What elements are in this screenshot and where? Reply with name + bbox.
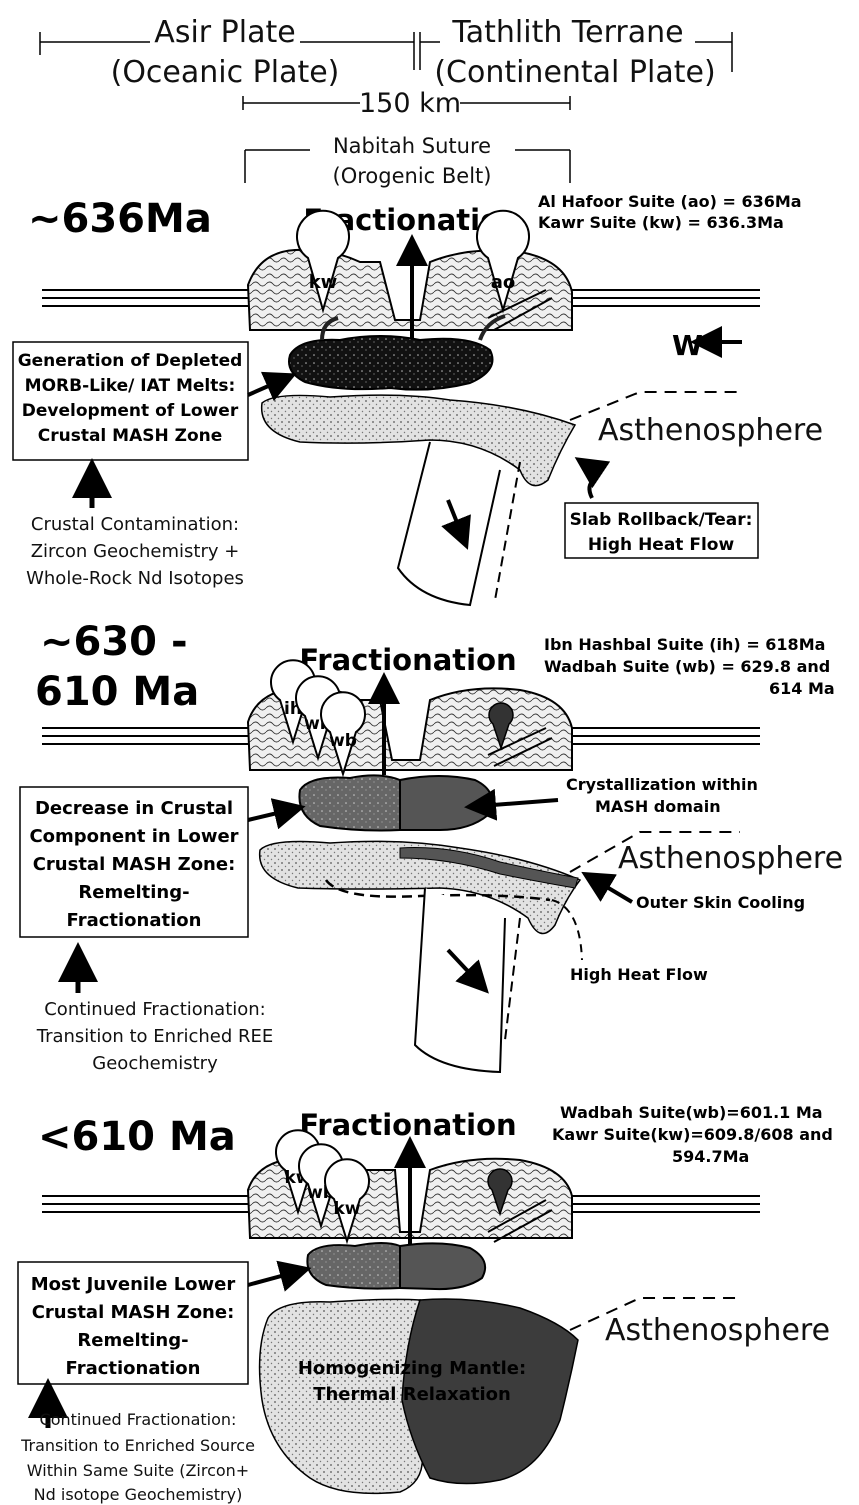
panel3-suite-line3: 594.7Ma [672, 1147, 749, 1166]
panel2-high-heat: High Heat Flow [570, 965, 708, 984]
panel-lt610ma: <610 Ma Fractionation Wadbah Suite(wb)=6… [18, 1103, 833, 1504]
panel3-pluton-kw2-label: kw [333, 1199, 360, 1219]
panel2-box-line5: Fractionation [67, 910, 202, 931]
panel-630-610ma: ~630 - 610 Ma Fractionation Ibn Hashbal … [20, 619, 843, 1074]
panel3-note-line2: Transition to Enriched Source [20, 1436, 255, 1455]
panel1-subducting-slab [398, 442, 500, 605]
panel3-box-line1: Most Juvenile Lower [31, 1274, 236, 1295]
panel3-box-line2: Crustal MASH Zone: [32, 1302, 235, 1323]
suture-type: (Orogenic Belt) [333, 164, 492, 188]
panel2-pluton-wb2-label: wb [329, 731, 357, 751]
panel3-mash-melt-gray [307, 1243, 400, 1289]
panel1-lower-crust [262, 395, 575, 486]
panel2-note-line2: Transition to Enriched REE [36, 1026, 274, 1047]
panel3-mantle-line2: Thermal Relaxation [313, 1384, 511, 1405]
panel2-suite-line3: 614 Ma [769, 679, 835, 698]
panel1-box-line4: Crustal MASH Zone [38, 426, 223, 446]
panel2-subducting-slab [415, 888, 505, 1072]
panel1-asthenosphere: Asthenosphere [598, 413, 823, 448]
header: Asir Plate (Oceanic Plate) Tathlith Terr… [40, 15, 732, 188]
panel2-box-line1: Decrease in Crustal [35, 798, 233, 819]
panel2-cryst-line1: Crystallization within [566, 775, 758, 794]
panel1-suite-line1: Al Hafoor Suite (ao) = 636Ma [538, 192, 802, 211]
tathlith-terrane-label: Tathlith Terrane [451, 15, 683, 50]
panel2-outer-skin: Outer Skin Cooling [636, 893, 805, 912]
panel1-slab-line1: Slab Rollback/Tear: [570, 510, 753, 530]
panel1-depleted-melt [289, 336, 493, 390]
panel3-suite-line1: Wadbah Suite(wb)=601.1 Ma [560, 1103, 823, 1122]
panel2-fractionation-label: Fractionation [299, 643, 516, 677]
panel3-box-line3: Remelting- [77, 1330, 188, 1351]
panel2-box-line2: Component in Lower [29, 826, 238, 847]
panel1-slab-line2: High Heat Flow [588, 535, 735, 555]
panel3-suite-line2: Kawr Suite(kw)=609.8/608 and [552, 1125, 833, 1144]
asir-plate-type: (Oceanic Plate) [111, 55, 340, 90]
panel2-suite-line1: Ibn Hashbal Suite (ih) = 618Ma [544, 635, 825, 654]
panel1-note-line3: Whole-Rock Nd Isotopes [26, 568, 244, 589]
panel1-box-pointer-arrow-icon [248, 380, 282, 395]
panel1-pluton-kw-label: kw [309, 272, 338, 293]
panel3-mash-melt-dark [400, 1243, 485, 1289]
panel1-suite-line2: Kawr Suite (kw) = 636.3Ma [538, 213, 784, 232]
panel2-box-line4: Remelting- [78, 882, 189, 903]
asir-plate-label: Asir Plate [154, 15, 295, 50]
panel2-outer-skin-arrow-icon [595, 880, 632, 902]
panel2-asthenosphere: Asthenosphere [618, 841, 843, 876]
panel1-direction-label: W [672, 329, 703, 362]
panel2-mash-melt-gray [299, 775, 400, 830]
panel3-mantle-line1: Homogenizing Mantle: [298, 1358, 526, 1379]
panel1-plate-lines [42, 290, 760, 306]
scale-bar-label: 150 km [359, 88, 461, 119]
panel2-box-pointer-arrow-icon [248, 810, 290, 820]
panel3-asthenosphere: Asthenosphere [605, 1313, 830, 1348]
panel1-box-line3: Development of Lower [22, 401, 239, 421]
panel3-box-line4: Fractionation [66, 1358, 201, 1379]
panel1-box-line2: MORB-Like/ IAT Melts: [25, 376, 236, 396]
panel1-age: ~636Ma [28, 196, 212, 242]
panel2-note-line3: Geochemistry [92, 1053, 218, 1074]
panel2-age-line1: ~630 - [40, 619, 188, 665]
panel3-plate-lines [42, 1196, 760, 1212]
panel2-age-line2: 610 Ma [35, 669, 199, 715]
tathlith-terrane-type: (Continental Plate) [434, 55, 715, 90]
panel3-note-line4: Nd isotope Geochemistry) [34, 1485, 243, 1504]
panel2-note-line1: Continued Fractionation: [44, 999, 266, 1020]
panel1-note-line1: Crustal Contamination: [31, 514, 239, 535]
panel-636ma: ~636Ma Fractionation Al Hafoor Suite (ao… [13, 192, 823, 605]
panel2-plate-lines [42, 728, 760, 744]
panel3-note-line1: Continued Fractionation: [40, 1410, 237, 1429]
panel3-age: <610 Ma [38, 1114, 236, 1160]
panel1-note-line2: Zircon Geochemistry + [31, 541, 240, 562]
panel1-pluton-ao-label: ao [491, 272, 516, 293]
panel2-box-line3: Crustal MASH Zone: [33, 854, 236, 875]
panel2-cryst-line2: MASH domain [595, 797, 721, 816]
panel3-note-line3: Within Same Suite (Zircon+ [27, 1461, 249, 1480]
suture-name: Nabitah Suture [333, 134, 491, 158]
panel2-suite-line2: Wadbah Suite (wb) = 629.8 and [544, 657, 830, 676]
panel1-box-line1: Generation of Depleted [18, 351, 243, 371]
panel1-wavy-arrow-icon [588, 466, 596, 498]
panel3-box-pointer-arrow-icon [248, 1272, 296, 1285]
panel2-mash-melt-dark [400, 776, 492, 830]
panel3-fractionation-label: Fractionation [299, 1108, 516, 1142]
